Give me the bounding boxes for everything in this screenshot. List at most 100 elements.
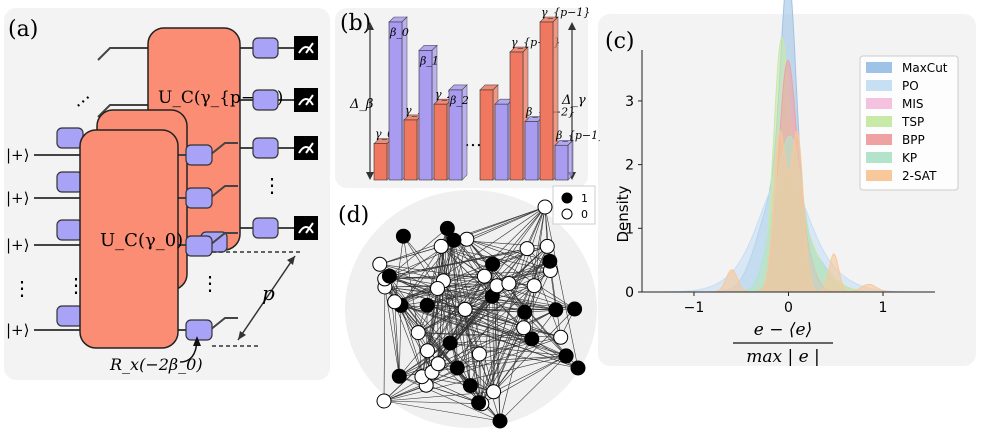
delta-beta-label: Δ_β [349,97,373,112]
graph-node-1 [391,368,407,384]
graph-edge [389,275,524,329]
graph-edge [389,275,579,369]
graph-edge [383,391,494,402]
graph-edge [440,246,493,297]
vertical-ellipsis: ⋮ [262,173,282,197]
graph-edge [450,342,567,357]
y-tick-label: 1 [625,221,634,237]
graph-edge [453,240,493,297]
graph-edge [383,246,548,402]
legend-label-maxcut: MaxCut [902,61,948,75]
graph-edge [437,288,493,297]
gate-uc-gamma-0-label: U_C(γ_0) [100,230,183,251]
graph-edge [493,308,575,393]
graph-edge [493,309,557,392]
graph-edge [437,280,444,364]
depth-label: p [262,281,275,305]
graph-edge [383,400,482,404]
graph-node-1 [449,360,465,376]
graph-edge [479,353,483,404]
graph-node-1 [395,228,411,244]
panel-d-legend: 1 0 [552,185,596,225]
y-axis-label: Density [614,185,632,242]
graph-edge [394,236,404,302]
legend-swatch-mis [866,98,892,109]
gate-uc-gamma-0 [79,129,179,349]
graph-edge [389,275,561,338]
graph-edge [427,304,525,313]
panel-a-circuit: (a) U_C(γ_{p−1}) [6,17,318,374]
graph-edge [394,248,528,303]
graph-node-1 [567,301,583,317]
graph-edge [499,327,524,422]
graph-edge [450,338,532,344]
graph-edge [464,309,471,386]
graph-node-1 [492,413,508,429]
graph-edge [403,236,466,310]
graph-edge [383,337,561,402]
graph-edge [400,305,458,369]
input-state: |+⟩ [6,189,29,207]
graph-edge [478,206,546,403]
graph-node-1 [381,268,397,284]
right-group-bar-5 [554,139,574,181]
graph-node-0 [387,294,403,310]
graph-node-1 [548,302,564,318]
legend-label-0: 0 [581,208,588,221]
graph-edge [418,332,532,340]
graph-edge [531,285,535,339]
horizontal-ellipsis: … [464,130,482,151]
legend-swatch-2-sat [866,170,892,181]
panel-d-label: (d) [338,203,369,228]
graph-edge [478,353,480,403]
graph-edge [403,236,480,355]
legend-label-kp: KP [902,151,917,165]
legend-swatch-bpp [866,134,892,145]
graph-node-0 [471,346,487,362]
graph-node-0 [553,329,569,345]
legend-marker-1 [561,192,573,204]
graph-edge [466,206,546,240]
legend-swatch-po [866,80,892,91]
graph-edge [526,248,561,338]
graph-edge [389,276,400,377]
legend-label-tsp: TSP [901,115,924,129]
graph-node-0 [410,325,426,341]
graph-edge [457,355,567,369]
graph-edge [383,400,501,422]
graph-node-1 [419,297,435,313]
graph-edge [389,275,479,403]
left-group-bar-5 [448,84,468,181]
x-tick-label: 0 [784,300,793,316]
graph-edge [399,376,482,404]
mixer-label: R_x(−2β_0) [109,355,203,374]
graph-edge [437,288,525,313]
graph-edge [427,304,567,357]
y-tick-label: 3 [625,94,634,110]
right-group-bar-4 [539,16,559,181]
graph-node-0 [459,231,475,247]
legend-label-2-sat: 2-SAT [902,169,937,183]
graph-edge [465,309,561,338]
graph-edge [438,363,494,393]
left-group-bar-label-5: β_2 [449,94,469,107]
graph-edge [399,376,501,422]
right-group-bar-label-4: γ_{p−1} [541,6,590,19]
graph-edge [443,280,458,369]
graph-edge [437,288,458,369]
graph-edge [394,301,532,340]
graph-node-1 [442,335,458,351]
graph-node-1 [524,331,540,347]
graph-node-1 [439,220,455,236]
graph-node-0 [516,320,532,336]
graph-edge [383,286,386,402]
graph-edge [427,260,550,306]
graph-edge [466,238,551,271]
legend-label-po: PO [902,79,919,93]
graph-edge [399,305,402,377]
graph-node-1 [446,232,462,248]
panel-c-label: (c) [605,29,635,54]
graph-node-0 [430,281,445,296]
graph-edge [438,309,556,364]
